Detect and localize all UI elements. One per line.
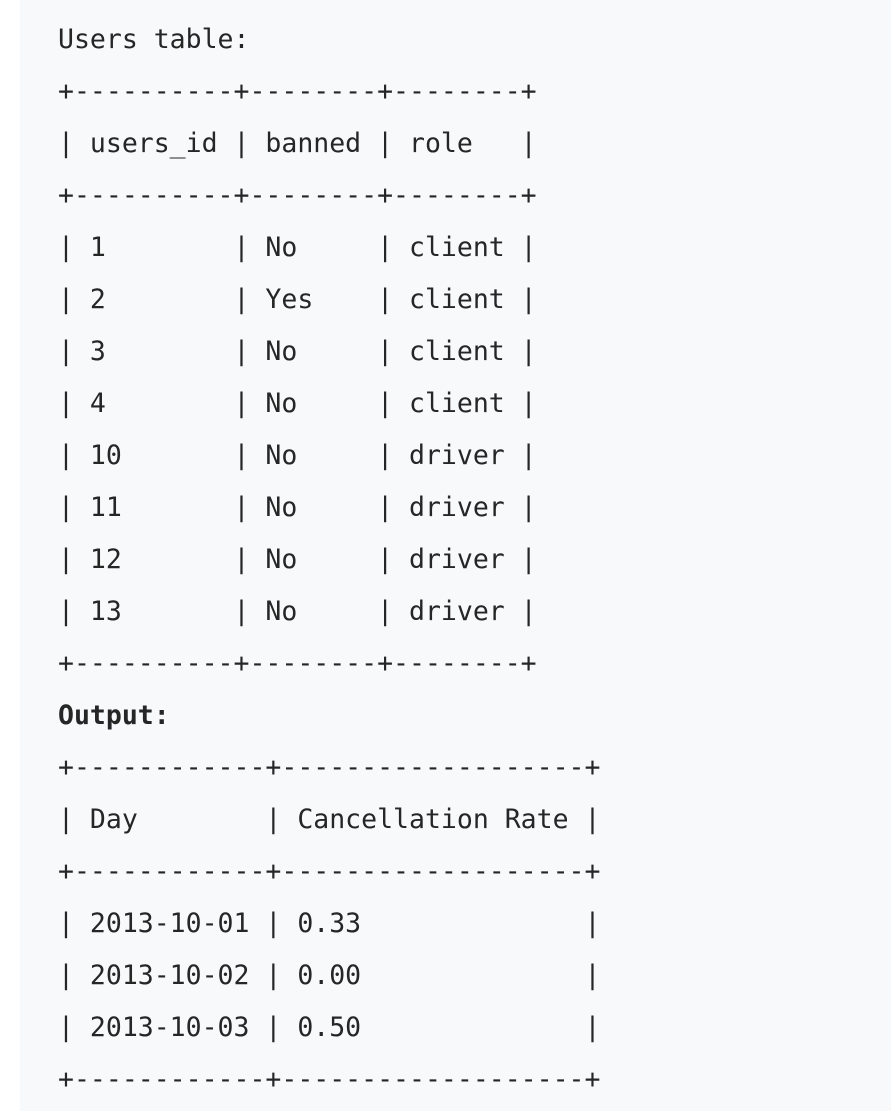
users-table-title: Users table: [58,24,250,55]
output-table-border-top: +------------+-------------------+ [58,752,601,783]
users-table-row: | 2 | Yes | client | [58,284,537,315]
users-table-row: | 1 | No | client | [58,232,537,263]
output-label: Output: [58,700,170,731]
output-table-row: | 2013-10-01 | 0.33 | [58,908,601,939]
users-table-header: | users_id | banned | role | [58,128,537,159]
users-table-row: | 12 | No | driver | [58,544,537,575]
users-table-border-bottom: +----------+--------+--------+ [58,648,537,679]
output-table-border-mid: +------------+-------------------+ [58,856,601,887]
output-table-border-bottom: +------------+-------------------+ [58,1064,601,1095]
output-table-row: | 2013-10-03 | 0.50 | [58,1012,601,1043]
users-table-row: | 13 | No | driver | [58,596,537,627]
users-table-row: | 4 | No | client | [58,388,537,419]
output-table: +------------+-------------------+ | Day… [58,742,891,1106]
users-table-border-top: +----------+--------+--------+ [58,76,537,107]
code-example-block: Users table: +----------+--------+------… [20,0,891,1111]
output-table-row: | 2013-10-02 | 0.00 | [58,960,601,991]
users-table: +----------+--------+--------+ | users_i… [58,66,891,690]
users-table-row: | 11 | No | driver | [58,492,537,523]
output-table-header: | Day | Cancellation Rate | [58,804,601,835]
users-table-border-mid: +----------+--------+--------+ [58,180,537,211]
users-table-row: | 3 | No | client | [58,336,537,367]
users-table-row: | 10 | No | driver | [58,440,537,471]
